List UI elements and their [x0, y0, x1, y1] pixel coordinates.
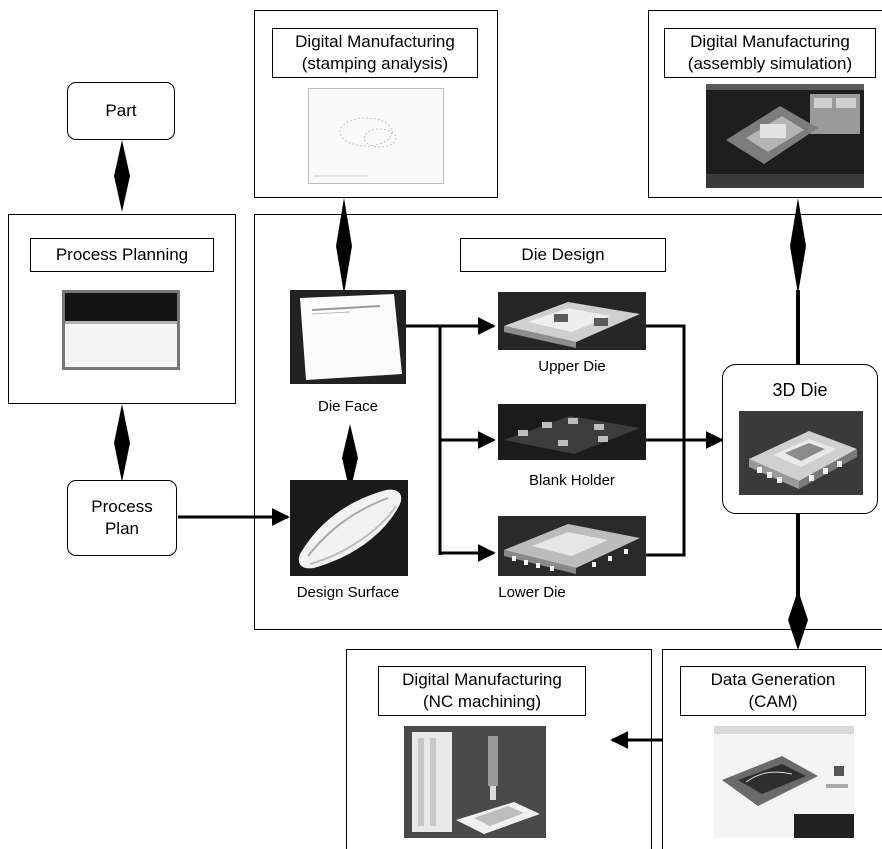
assembly-simulation-image	[706, 84, 864, 188]
3d-die-label: 3D Die	[772, 380, 828, 400]
blank-holder-image	[498, 404, 646, 460]
nc-machining-title: Digital Manufacturing (NC machining)	[378, 666, 586, 716]
process-planning-image	[62, 290, 180, 370]
blank-holder-caption: Blank Holder	[529, 472, 615, 489]
design-surface-caption: Design Surface	[296, 584, 400, 601]
stamping-analysis-image	[308, 88, 444, 184]
process-plan-node: Process Plan	[67, 480, 177, 556]
design-surface-image	[290, 480, 408, 576]
nc-machining-image	[404, 726, 546, 838]
3d-die-image	[739, 411, 863, 495]
assembly-simulation-title: Digital Manufacturing (assembly simulati…	[664, 28, 876, 78]
link-part-to-planning	[114, 140, 130, 212]
process-planning-label: Process Planning	[30, 238, 214, 272]
part-node: Part	[67, 82, 175, 140]
upper-die-caption: Upper Die	[538, 358, 606, 375]
link-planning-to-plan	[114, 404, 130, 482]
cam-image	[714, 726, 854, 838]
lower-die-image	[498, 516, 646, 576]
stamping-analysis-title: Digital Manufacturing (stamping analysis…	[272, 28, 478, 78]
upper-die-image	[498, 292, 646, 350]
die-design-label: Die Design	[460, 238, 666, 272]
die-face-image	[290, 290, 406, 384]
lower-die-caption: Lower Die	[498, 584, 566, 601]
cam-title: Data Generation (CAM)	[680, 666, 866, 716]
3d-die-node: 3D Die	[722, 364, 878, 514]
die-face-caption: Die Face	[317, 398, 379, 415]
